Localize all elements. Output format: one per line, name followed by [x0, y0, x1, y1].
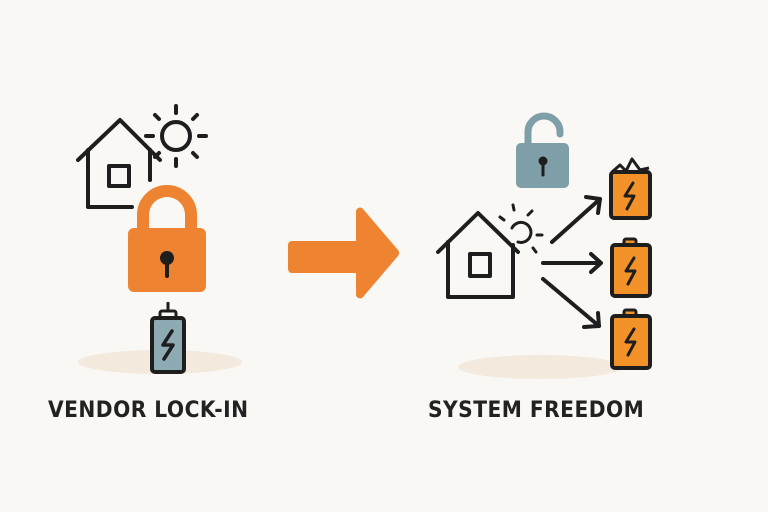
lightning-icon [161, 329, 175, 361]
arrows-to-batteries [541, 195, 603, 329]
lightning-icon [624, 327, 637, 357]
battery-icon [609, 157, 652, 220]
padlock-open-icon [516, 112, 569, 188]
lightning-icon [624, 256, 637, 286]
label-system-freedom: SYSTEM FREEDOM [428, 398, 645, 423]
house-icon [76, 118, 162, 209]
house-icon [436, 211, 520, 299]
sun-icon [144, 104, 208, 168]
arrow-down-right [541, 277, 601, 328]
arrow-down-right-head [582, 311, 601, 329]
padlock-locked-icon [128, 185, 206, 292]
battery-icon [150, 309, 186, 374]
battery-icon [610, 308, 652, 370]
battery-icon [610, 237, 652, 298]
arrow-right-icon [288, 207, 399, 299]
arrow-up-right [550, 197, 602, 244]
lightning-icon [623, 181, 636, 211]
label-vendor-lock-in: VENDOR LOCK-IN [48, 398, 249, 423]
arrow-up-right-head [584, 195, 602, 215]
arrow-right-head [589, 252, 603, 274]
sun-icon [498, 203, 544, 254]
ground-shadow-right [458, 355, 622, 379]
